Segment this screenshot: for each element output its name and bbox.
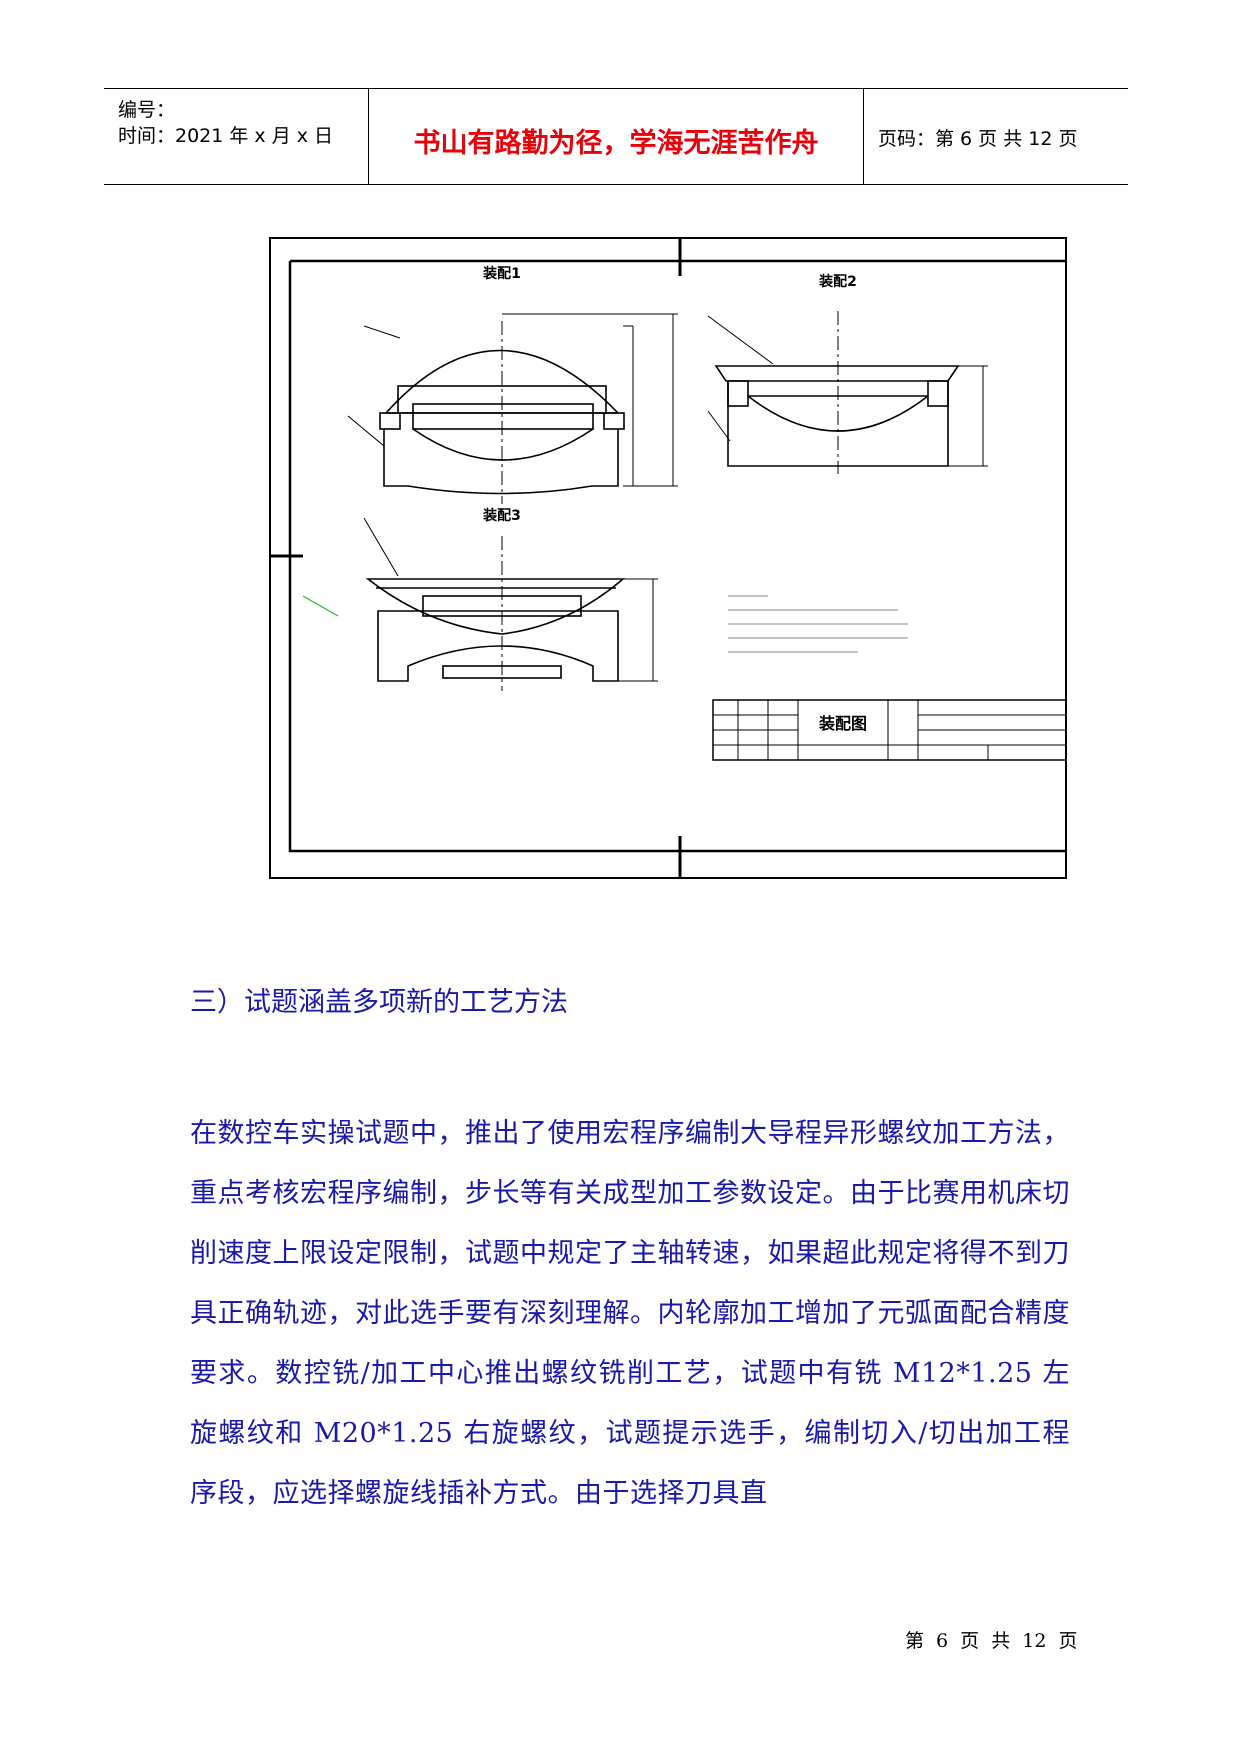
title-block-name: 装配图 [818, 714, 867, 733]
view3-title: 装配3 [482, 507, 521, 524]
serial-number-label: 编号： [118, 99, 176, 121]
header-motto: 书山有路勤为径，学海无涯苦作舟 [413, 128, 819, 159]
page-footer: 第 6 页 共 12 页 [905, 1630, 1078, 1652]
header-left-cell: 编号： 时间：2021 年 x 月 x 日 [104, 89, 369, 184]
view1-title: 装配1 [482, 265, 521, 282]
view2-title: 装配2 [818, 273, 857, 290]
view3-geometry [302, 517, 658, 691]
page-code-label: 页码：第 6 页 共 12 页 [878, 128, 1078, 150]
section-title: 三）试题涵盖多项新的工艺方法 [190, 987, 568, 1018]
body-paragraph: 在数控车实操试题中，推出了使用宏程序编制大导程异形螺纹加工方法，重点考核宏程序编… [190, 1118, 1070, 1509]
assembly-drawing: 装配1 装配2 装配3 装配图 [269, 237, 1067, 879]
document-header: 编号： 时间：2021 年 x 月 x 日 书山有路勤为径，学海无涯苦作舟 页码… [104, 88, 1128, 185]
header-center-cell: 书山有路勤为径，学海无涯苦作舟 [369, 89, 864, 184]
view2-geometry [707, 311, 988, 474]
date-label: 时间：2021 年 x 月 x 日 [118, 125, 334, 147]
view1-geometry [347, 313, 678, 504]
header-right-cell: 页码：第 6 页 共 12 页 [864, 89, 1128, 184]
